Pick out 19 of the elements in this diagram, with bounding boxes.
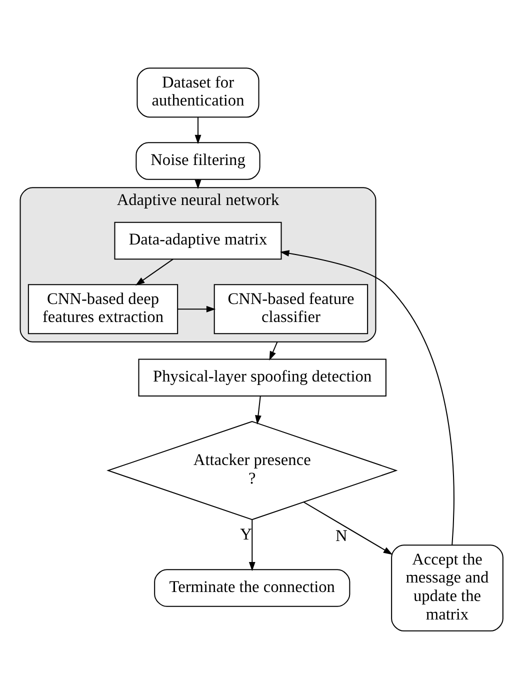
node-box: Data-adaptive matrix [114, 222, 282, 260]
node-box: CNN-based deep features extraction [28, 284, 178, 334]
node-diamond: Attacker presence ? [106, 420, 398, 520]
node-box: Dataset for authentication [136, 68, 260, 118]
arrow [194, 180, 202, 190]
node-box: CNN-based feature classifier [214, 284, 368, 334]
edge-label: Y [240, 524, 252, 544]
arrow [248, 520, 256, 572]
node-box: Accept the message and update the matrix [391, 544, 504, 632]
arrow [194, 117, 202, 144]
node-box: Physical-layer spoofing detection [138, 358, 386, 396]
arrow [280, 250, 454, 546]
arrow [303, 502, 393, 555]
arrow [269, 342, 278, 361]
edge-label: N [335, 526, 348, 546]
node-box: Terminate the connection [154, 569, 350, 607]
arrow [255, 396, 262, 424]
arrow [135, 258, 174, 286]
arrow [178, 306, 216, 312]
